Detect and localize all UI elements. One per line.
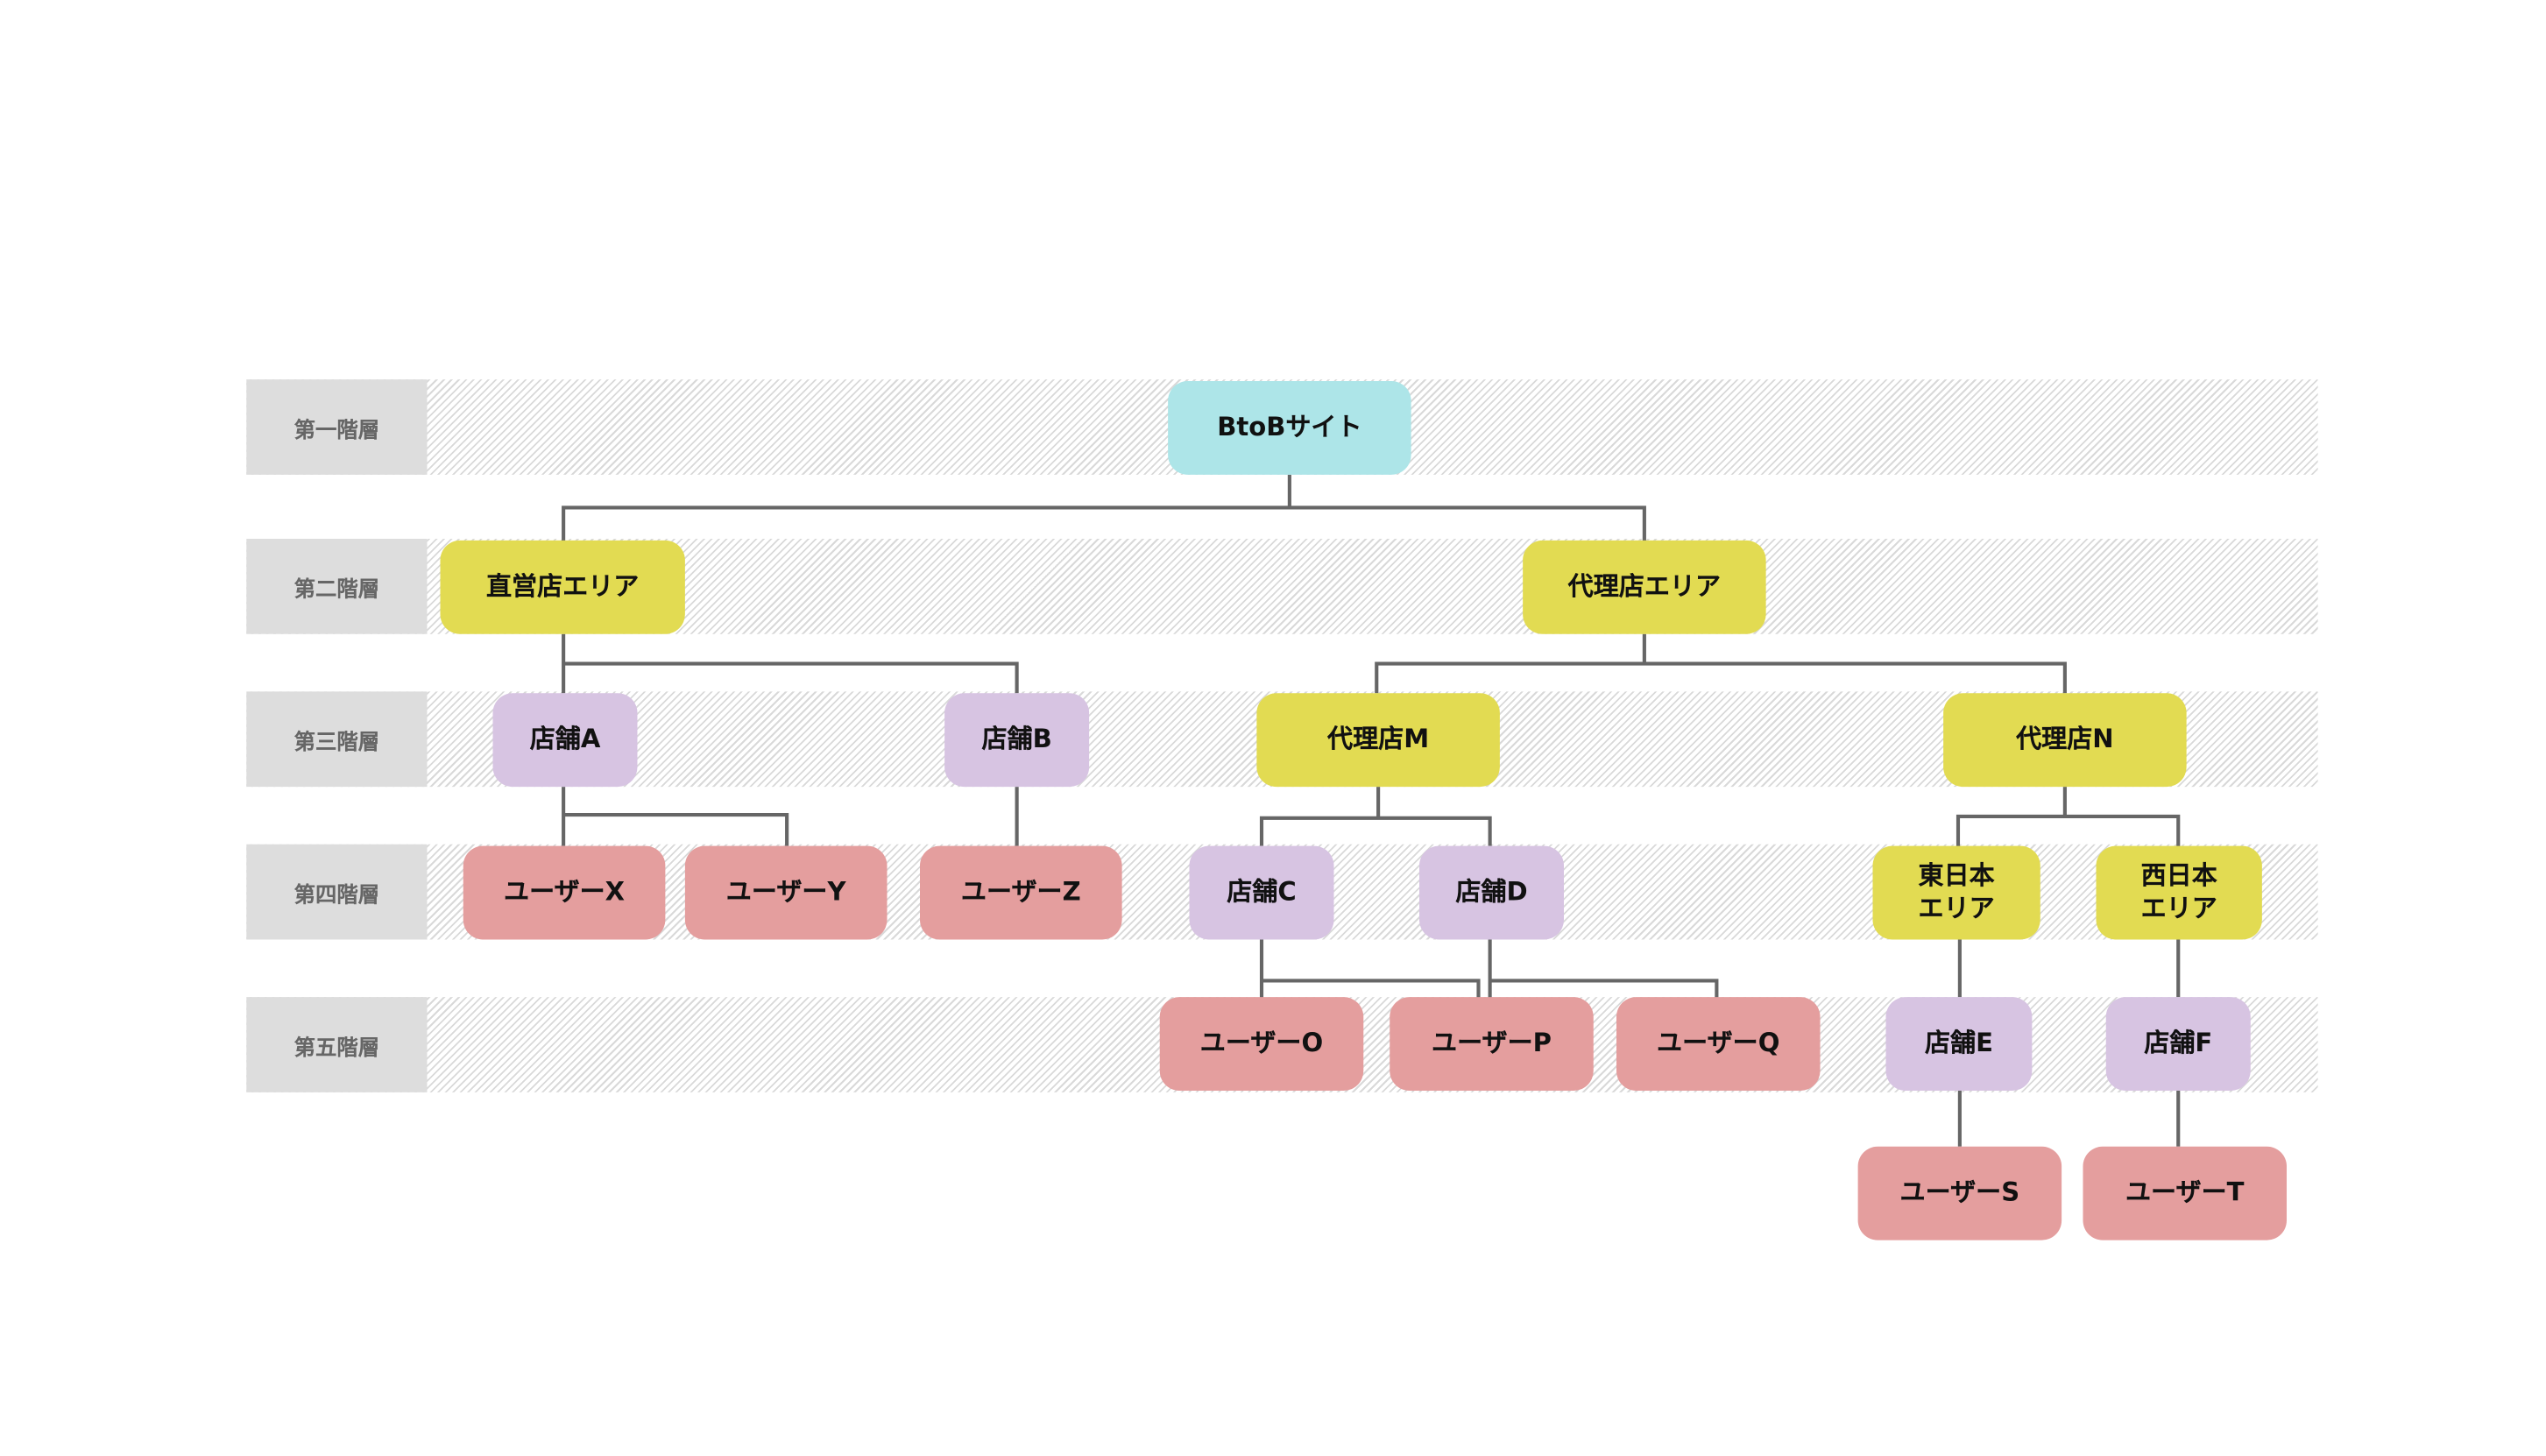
level-label: 第五階層 — [246, 997, 428, 1092]
node-user-z: ユーザーZ — [920, 845, 1122, 940]
node-user-o: ユーザーO — [1159, 997, 1364, 1091]
node-user-x: ユーザーX — [463, 845, 666, 940]
node-user-y: ユーザーY — [684, 845, 888, 940]
connector — [1955, 787, 2181, 848]
connector — [1957, 1089, 2181, 1147]
connector — [1957, 937, 2181, 998]
node-direct-area: 直営店エリア — [440, 540, 685, 634]
connector — [1375, 633, 2067, 694]
node-user-t: ユーザーT — [2083, 1146, 2287, 1240]
node-store-d: 店舗D — [1419, 845, 1564, 940]
connector — [562, 633, 1019, 694]
node-user-q: ユーザーQ — [1616, 997, 1821, 1091]
node-store-a: 店舗A — [492, 693, 638, 788]
node-user-s: ユーザーS — [1857, 1146, 2062, 1240]
level-label: 第一階層 — [246, 379, 428, 475]
connector — [1259, 787, 1492, 846]
connector — [1488, 937, 1719, 999]
node-west-area: 西日本 エリア — [2096, 845, 2262, 940]
node-agency-m: 代理店M — [1256, 693, 1500, 788]
connector — [562, 787, 789, 846]
level-label: 第三階層 — [246, 691, 428, 788]
node-store-e: 店舗E — [1885, 997, 2033, 1091]
level-label: 第二階層 — [246, 539, 428, 634]
node-agency-area: 代理店エリア — [1523, 540, 1766, 634]
connector — [1259, 937, 1481, 999]
level-label: 第四階層 — [246, 844, 428, 940]
node-store-b: 店舗B — [944, 693, 1090, 788]
node-store-c: 店舗C — [1189, 845, 1334, 940]
connector — [562, 474, 1646, 542]
node-user-p: ユーザーP — [1390, 997, 1594, 1091]
node-root: BtoBサイト — [1168, 381, 1411, 475]
node-store-f: 店舗F — [2105, 997, 2251, 1091]
node-east-area: 東日本 エリア — [1872, 845, 2040, 940]
node-agency-n: 代理店N — [1943, 693, 2187, 788]
